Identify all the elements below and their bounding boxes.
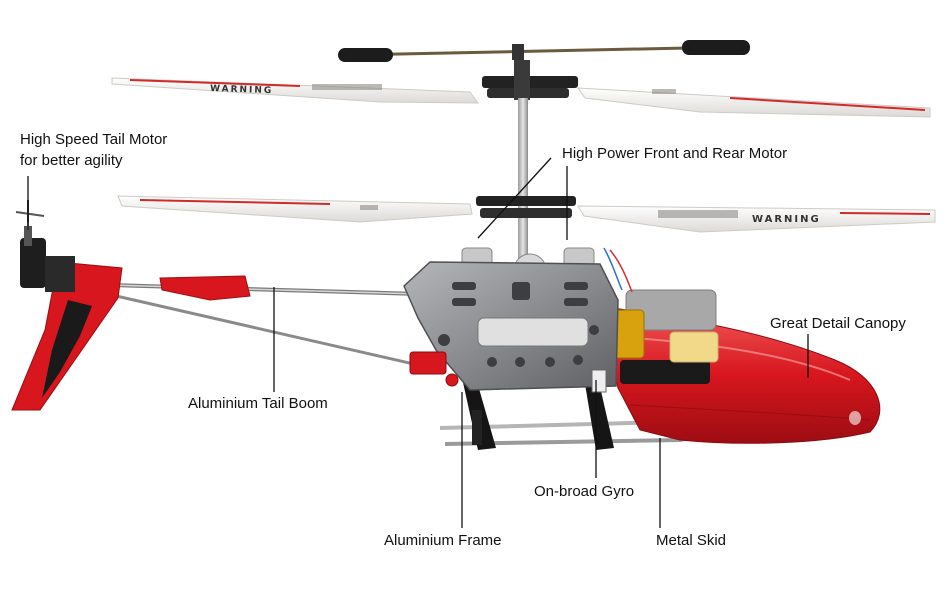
label-gyro: On-broad Gyro [534, 483, 635, 500]
main-frame [204, 261, 619, 393]
label-frame: Aluminium Frame [384, 532, 502, 549]
blade-warning-lower: WARNING [752, 214, 821, 225]
tail-fin [11, 261, 123, 411]
label-main-motor: High Power Front and Rear Motor [562, 145, 788, 162]
upper-rotor-hub [482, 60, 578, 100]
label-canopy: Great Detail Canopy [770, 315, 906, 332]
tail-motor-assembly [15, 200, 75, 292]
label-skid: Metal Skid [656, 532, 727, 549]
leader-lines [27, 157, 809, 528]
blade-warning-upper: WARNING [210, 84, 274, 96]
label-tail-motor-line1: High Speed Tail Motor [20, 131, 168, 148]
lower-rotor-blades: WARNING [117, 195, 936, 233]
battery-pack [603, 247, 719, 363]
flybar [338, 40, 750, 62]
label-tail-motor-line2: for better agility [20, 152, 123, 169]
label-tail-boom: Aluminium Tail Boom [188, 395, 328, 412]
upper-rotor-blades: WARNING [111, 77, 931, 118]
main-shaft [518, 98, 528, 268]
landing-struts [462, 378, 614, 450]
